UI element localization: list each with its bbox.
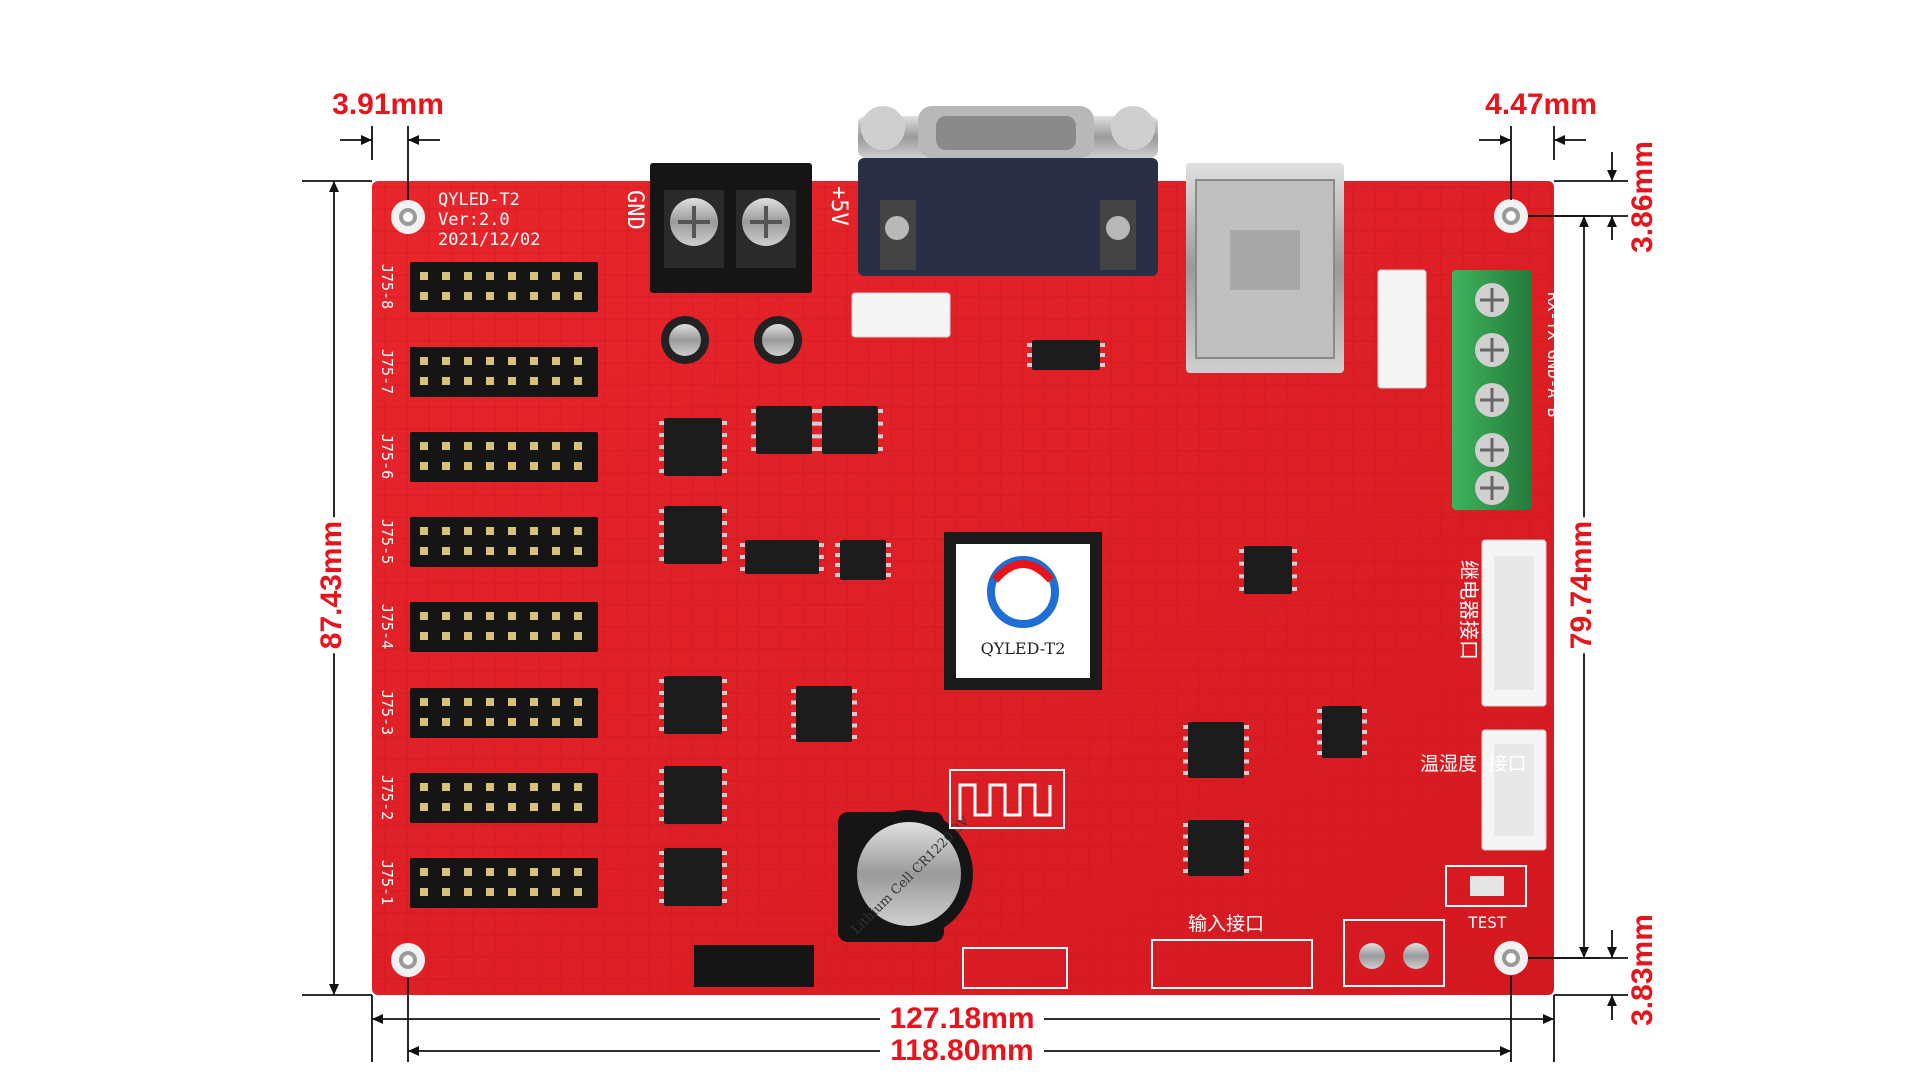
hub-connector: J75-7: [378, 347, 598, 397]
power-5v-label: +5V: [826, 186, 851, 226]
hub-label: J75-4: [378, 604, 396, 649]
power-gnd-label: GND: [622, 190, 647, 230]
dimension-arrow: [1607, 216, 1617, 227]
smd-chip: [1317, 706, 1367, 758]
ethernet-jack: [1186, 163, 1344, 373]
dimension-arrow: [1607, 170, 1617, 181]
main-chip: QYLED-T2: [944, 532, 1102, 690]
dimension-arrow: [1554, 135, 1565, 145]
dimension-arrow: [1607, 947, 1617, 958]
dimension-arrow: [1579, 216, 1589, 227]
smd-chip: [1183, 722, 1249, 778]
smd-chip: [659, 848, 727, 906]
smd-chip: [659, 418, 727, 476]
board-model-text: QYLED-T2: [438, 190, 520, 210]
dim-hole-width: 118.80mm: [886, 1036, 1038, 1066]
dimension-arrow: [1607, 995, 1617, 1006]
chip-label: QYLED-T2: [981, 639, 1066, 658]
hub-connector: J75-2: [378, 773, 598, 823]
dim-overall-width: 127.18mm: [885, 1004, 1039, 1034]
test-button: TEST: [1445, 865, 1527, 932]
battery-holder: Lithium Cell CR1220 3V: [838, 810, 973, 942]
terminal-screw-slot: [1480, 476, 1504, 500]
dimension-arrow: [1579, 947, 1589, 958]
antenna-area: [949, 769, 1065, 829]
lan-small-connector: [1377, 269, 1427, 389]
dim-top-right-hole: 4.47mm: [1481, 90, 1601, 120]
hub-connector: J75-6: [378, 432, 598, 482]
board-version-text: Ver:2.0: [438, 210, 510, 230]
terminal-screw-slot: [1480, 388, 1504, 412]
dim-hole-height: 79.74mm: [1565, 516, 1598, 654]
dim-overall-height: 87.43mm: [315, 516, 348, 654]
test-label: TEST: [1468, 913, 1507, 932]
electrolytic-capacitors: [661, 316, 802, 364]
relay-connector: 继电器接口: [1457, 539, 1547, 707]
bottom-pin-header: [694, 945, 1068, 989]
smd-chip: [835, 540, 891, 580]
rs485-terminal-label: RX-TX GND-A B: [1544, 292, 1563, 417]
dim-top-right-vertical: 3.86mm: [1626, 137, 1659, 257]
hub-label: J75-8: [378, 264, 396, 309]
smd-chip: [1027, 340, 1105, 370]
dim-bottom-right-vertical: 3.83mm: [1626, 910, 1659, 1030]
dim-top-left-hole: 3.91mm: [328, 90, 448, 120]
dimension-arrow: [329, 984, 339, 995]
dimension-arrow: [1500, 135, 1511, 145]
hub-label: J75-2: [378, 775, 396, 820]
smd-chip: [659, 676, 727, 734]
terminal-screw-slot: [1480, 288, 1504, 312]
hub-connector: J75-4: [378, 602, 598, 652]
smd-chip: [740, 540, 824, 574]
hub-connector: J75-5: [378, 517, 598, 567]
dimension-arrow: [408, 1046, 419, 1056]
smd-chip: [791, 686, 857, 742]
hl-jumper: [1343, 919, 1445, 987]
input-port: 输入接口: [1151, 913, 1313, 989]
db9-connector: [858, 106, 1158, 276]
dimension-arrow: [408, 135, 419, 145]
temp-port-label: 温湿度 接口: [1420, 753, 1526, 775]
dimension-arrow: [1543, 1014, 1554, 1024]
smd-chip: [817, 406, 883, 454]
relay-port-label: 继电器接口: [1457, 560, 1481, 660]
mounting-holes: [391, 199, 1528, 977]
smd-chip: [659, 766, 727, 824]
terminal-screw-slot: [1480, 438, 1504, 462]
smd-chip: [1183, 820, 1249, 876]
smd-chip: [751, 406, 817, 454]
hub-label: J75-1: [378, 860, 396, 905]
rs485-terminal: RX-TX GND-A B: [1452, 270, 1563, 510]
hub-label: J75-7: [378, 349, 396, 394]
mounting-hole-bottom-left: [391, 943, 425, 977]
smd-chip: [659, 506, 727, 564]
dimension-arrow: [1500, 1046, 1511, 1056]
top-small-connector: [851, 292, 951, 338]
hub-connector: J75-1: [378, 858, 598, 908]
hub-label: J75-3: [378, 690, 396, 735]
dimension-arrow: [372, 1014, 383, 1024]
hub-label: J75-5: [378, 519, 396, 564]
smd-chip: [1239, 546, 1297, 594]
smd-chips: [659, 340, 1367, 906]
dimension-arrow: [329, 181, 339, 192]
input-port-label: 输入接口: [1188, 913, 1264, 935]
hub-label: J75-6: [378, 434, 396, 479]
mounting-hole-top-left: [391, 200, 425, 234]
dimension-arrow: [361, 135, 372, 145]
mounting-hole-top-right: [1494, 199, 1528, 233]
hub-connector: J75-8: [378, 262, 598, 312]
board-silkscreen-header: QYLED-T2 Ver:2.0 2021/12/02: [438, 190, 540, 250]
terminal-screw-slot: [1480, 338, 1504, 362]
power-terminal: GND +5V: [622, 163, 851, 293]
hub-connector: J75-3: [378, 688, 598, 738]
temp-connector: 温湿度 接口: [1420, 729, 1547, 851]
board-date-text: 2021/12/02: [438, 230, 540, 250]
mounting-hole-bottom-right: [1494, 941, 1528, 975]
